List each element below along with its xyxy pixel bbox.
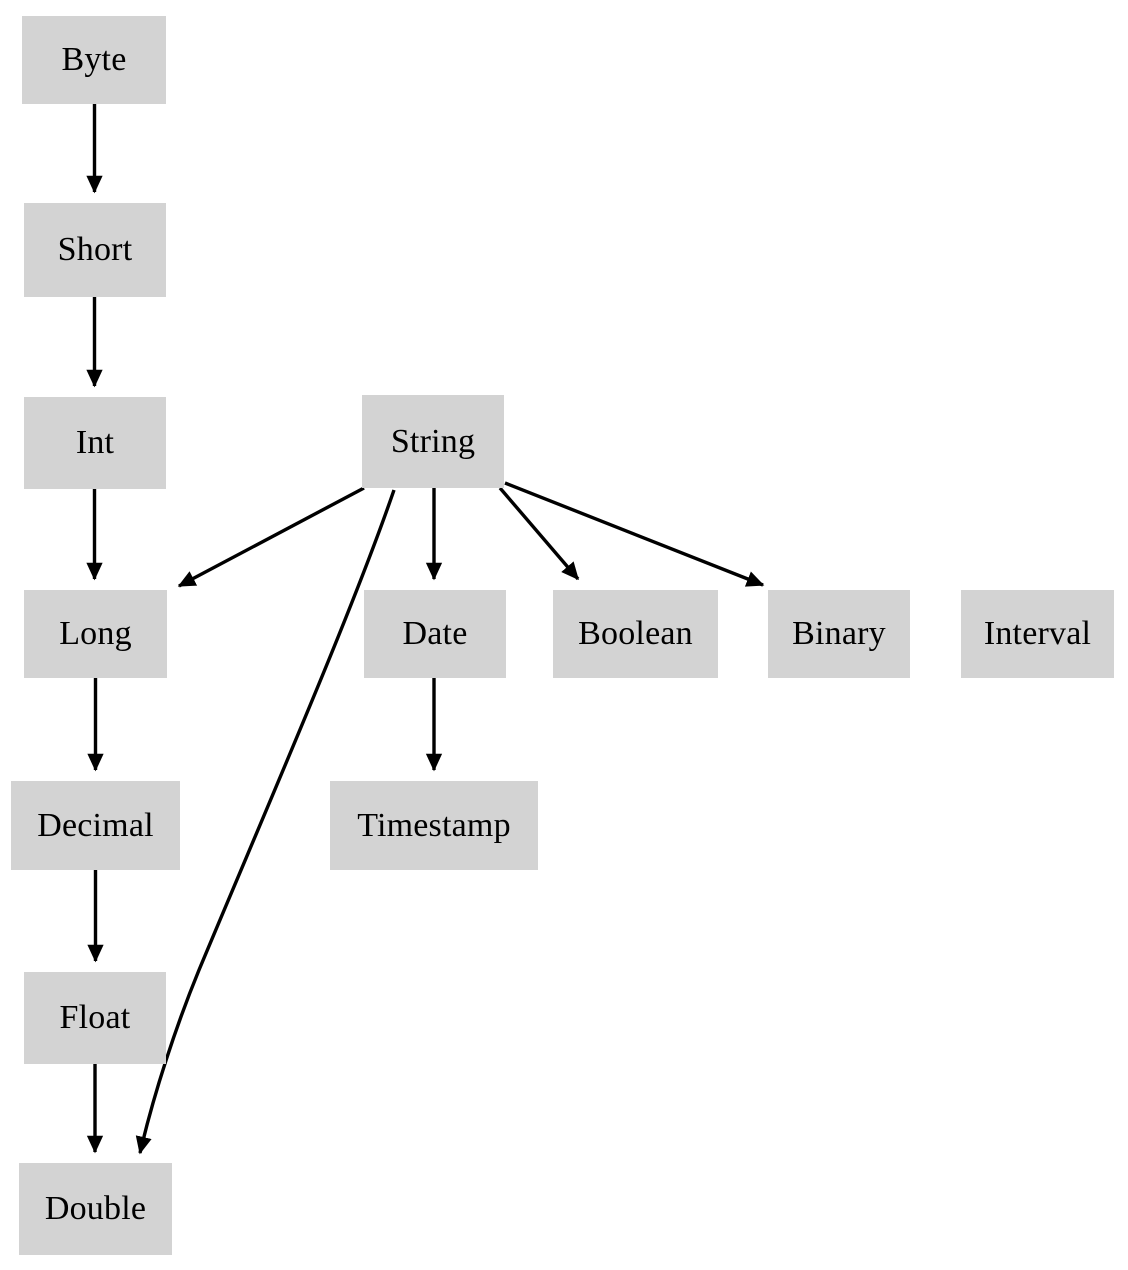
- node-timestamp[interactable]: Timestamp: [330, 781, 538, 870]
- node-label: Long: [59, 615, 132, 652]
- node-decimal[interactable]: Decimal: [11, 781, 180, 870]
- edge-string-long: [177, 486, 365, 588]
- node-label: Int: [75, 424, 115, 461]
- node-label: Interval: [983, 615, 1092, 652]
- node-byte[interactable]: Byte: [22, 16, 166, 104]
- node-label: Double: [44, 1190, 147, 1227]
- node-label: Date: [402, 615, 468, 652]
- node-label: Binary: [792, 615, 886, 652]
- node-string[interactable]: String: [362, 395, 504, 488]
- edge-string-boolean: [498, 486, 580, 581]
- node-label: Short: [57, 231, 133, 268]
- edge-string-binary: [504, 481, 765, 587]
- node-label: String: [390, 422, 476, 460]
- node-binary[interactable]: Binary: [768, 590, 910, 678]
- node-date[interactable]: Date: [364, 590, 506, 678]
- node-boolean[interactable]: Boolean: [553, 590, 718, 678]
- node-interval[interactable]: Interval: [961, 590, 1114, 678]
- node-long[interactable]: Long: [24, 590, 167, 678]
- node-label: Decimal: [37, 806, 154, 844]
- node-label: Boolean: [578, 615, 693, 652]
- node-label: Float: [59, 999, 131, 1036]
- node-label: Timestamp: [357, 806, 511, 844]
- node-int[interactable]: Int: [24, 397, 166, 489]
- node-double[interactable]: Double: [19, 1163, 172, 1255]
- node-float[interactable]: Float: [24, 972, 166, 1064]
- node-short[interactable]: Short: [24, 203, 166, 297]
- node-label: Byte: [61, 41, 127, 78]
